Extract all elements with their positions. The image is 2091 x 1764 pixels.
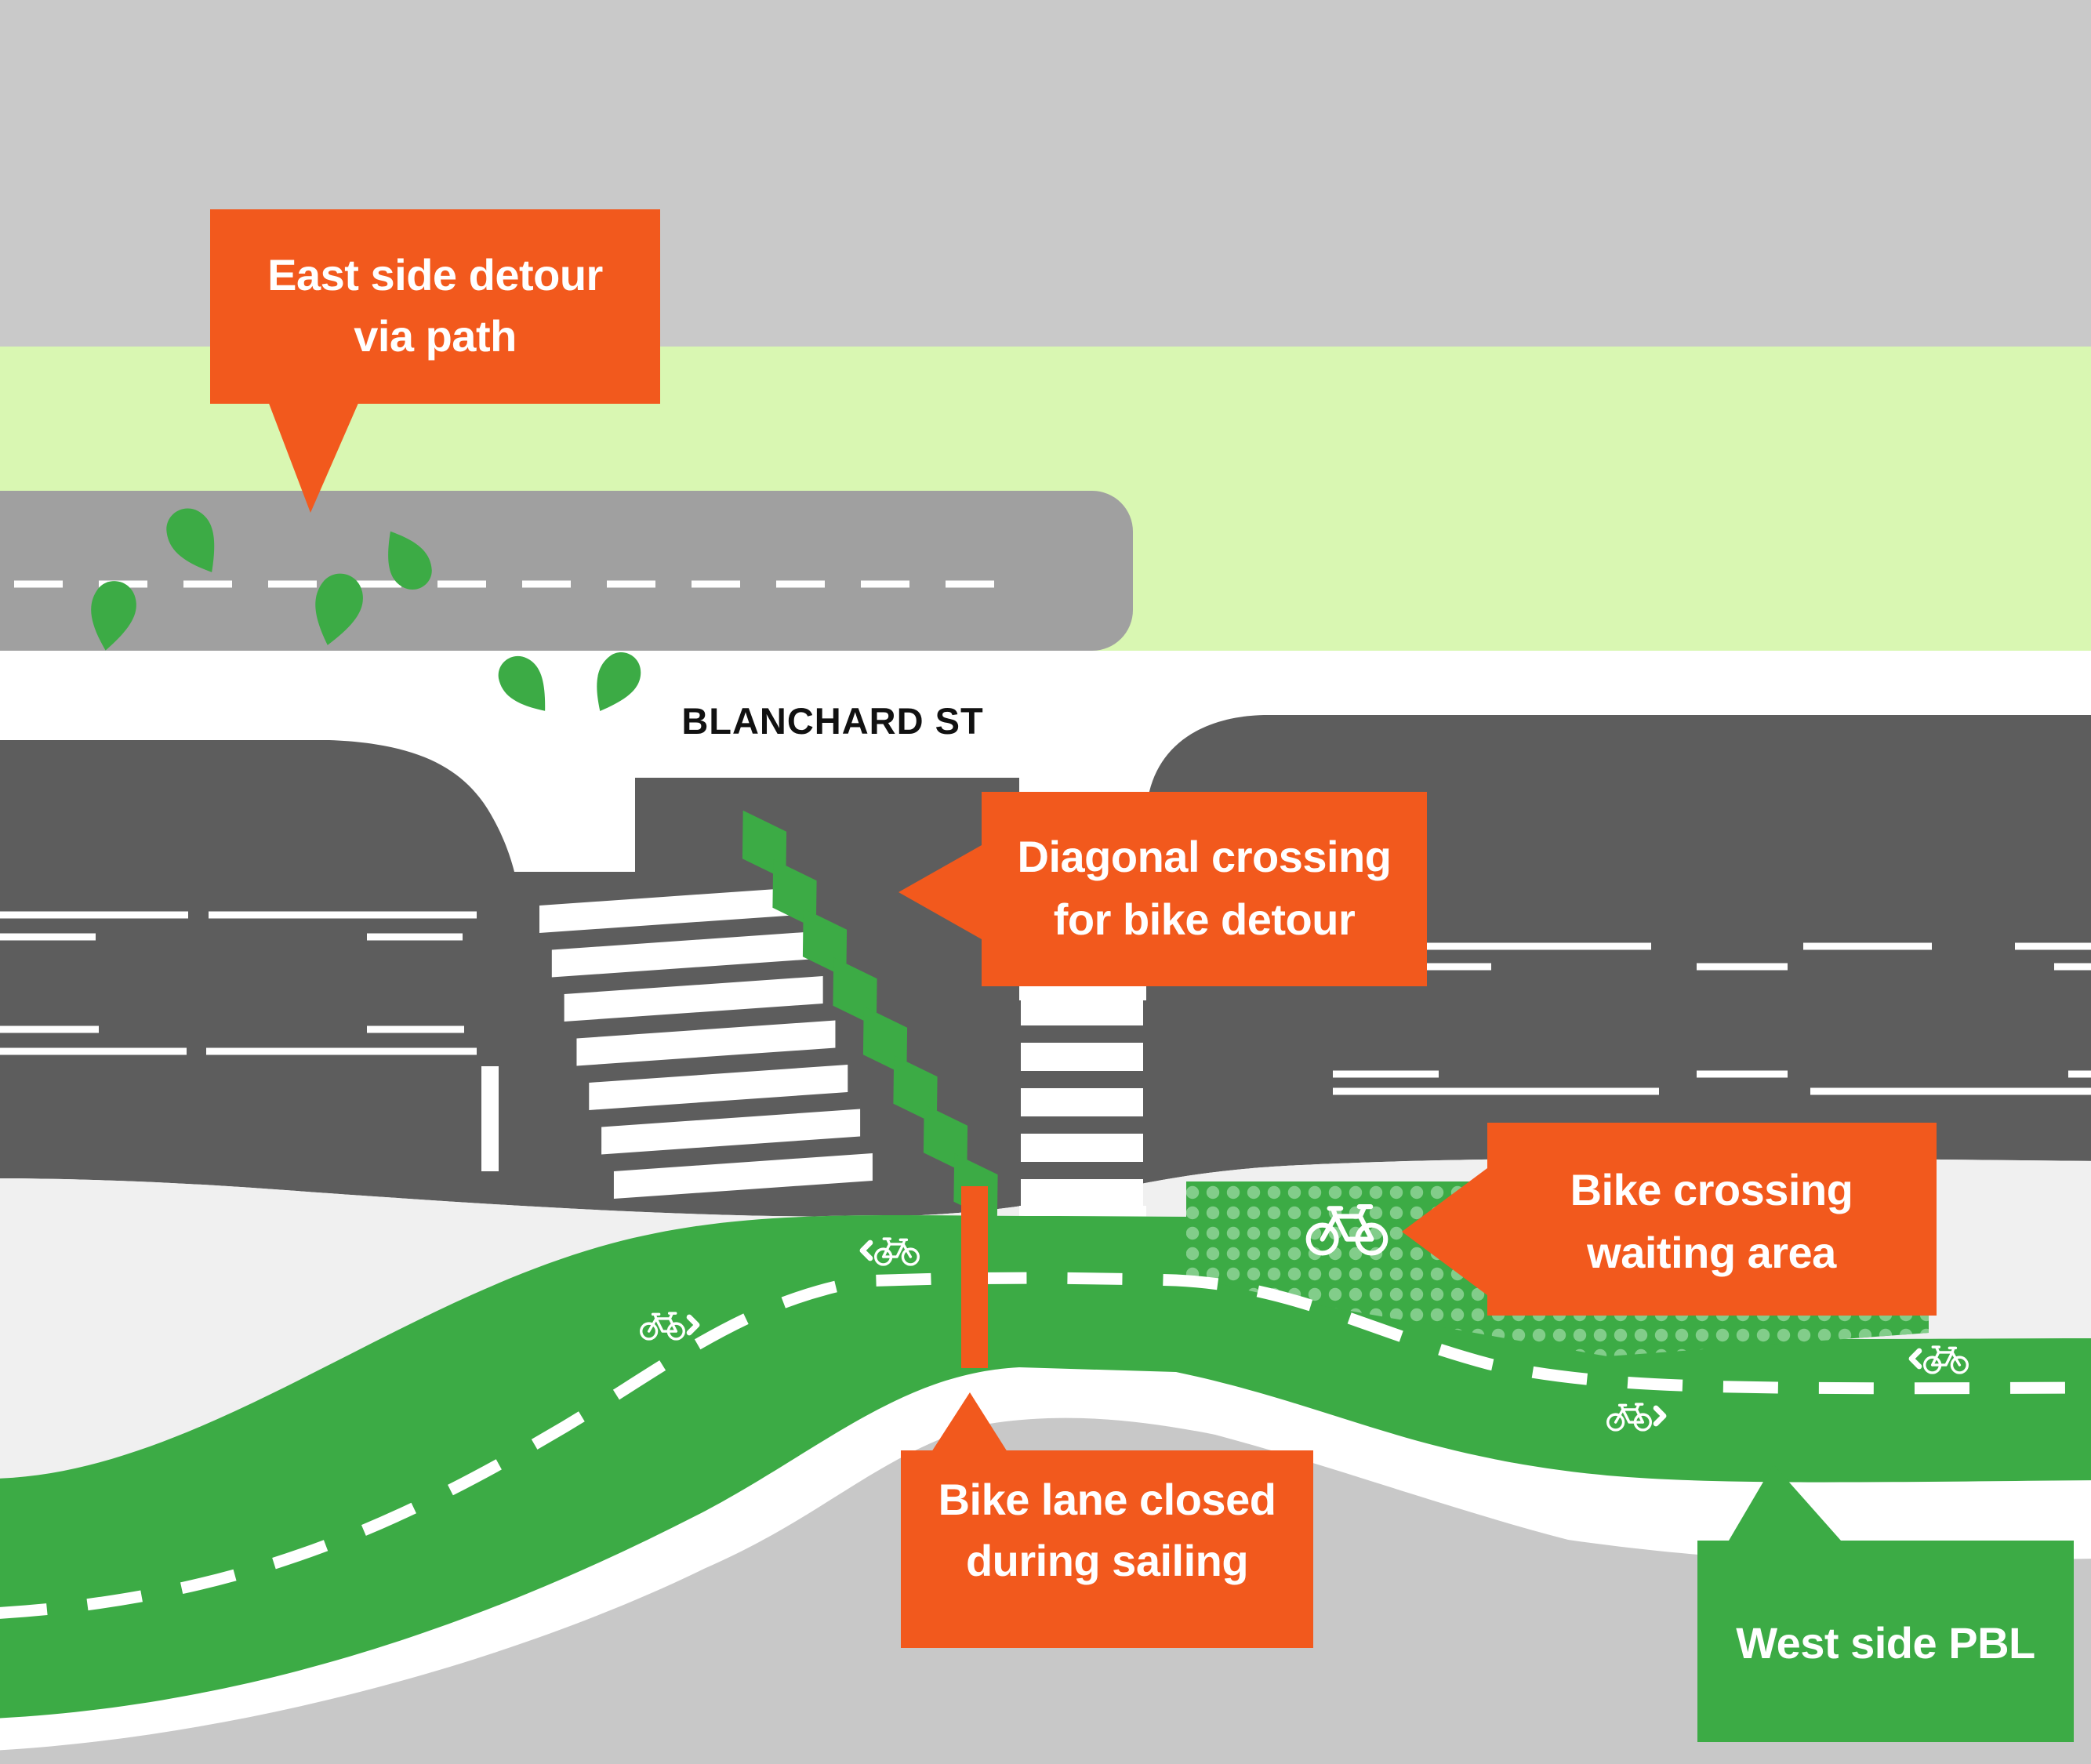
lane-dash — [1333, 1070, 1439, 1078]
leaf-icon — [388, 531, 432, 590]
lane-dash — [0, 911, 188, 919]
callout-tail — [1729, 1465, 1841, 1541]
road-upper-west — [0, 740, 516, 878]
lane-dash — [1810, 1087, 2091, 1095]
lane-dash — [206, 1047, 477, 1055]
leaf-icon — [91, 581, 136, 651]
callout-tail — [931, 1392, 1007, 1452]
direction-chevron-icon — [686, 1314, 700, 1336]
bike-eastbound-icon — [640, 1312, 700, 1341]
callout-box — [901, 1450, 1313, 1648]
waiting-area-callout: Bike crossing waiting area — [1402, 1123, 1937, 1316]
callout-line: East side detour — [267, 250, 603, 299]
street-label: BLANCHARD ST — [681, 700, 983, 742]
path-pavement — [0, 491, 1133, 651]
crosswalk-west-stripe — [589, 1065, 848, 1110]
crosswalk-west-stripe — [564, 976, 823, 1022]
lane-markings — [0, 911, 2091, 1095]
bike-eastbound-icon — [1606, 1403, 1667, 1432]
callout-line: Diagonal crossing — [1018, 832, 1392, 881]
callout-line: Bike lane closed — [938, 1475, 1276, 1524]
multi-use-path — [0, 491, 1133, 651]
bike-icons — [640, 1207, 1969, 1432]
lane-dash — [1697, 1070, 1788, 1078]
lane-dash — [2054, 963, 2091, 971]
callout-line: during sailing — [966, 1536, 1248, 1585]
crosswalk-west-stripe — [613, 1153, 873, 1199]
lane-dash — [367, 1025, 464, 1033]
callout-tail — [1402, 1168, 1487, 1295]
leaf-icon — [166, 508, 215, 572]
crosswalk-east-stripe — [1021, 1043, 1143, 1071]
callout-box — [982, 792, 1427, 986]
lane-dash — [367, 933, 463, 941]
bike-lane-centerline — [0, 1272, 2091, 1619]
crosswalk-west-stripe — [539, 887, 798, 933]
bike-westbound-icon — [1908, 1345, 1969, 1374]
leaf-icon — [315, 573, 363, 645]
callout-line: for bike detour — [1054, 895, 1356, 944]
lane-dash — [1360, 942, 1651, 950]
callout-line: Bike crossing — [1570, 1165, 1853, 1214]
diagonal-crossing-callout: Diagonal crossing for bike detour — [898, 792, 1427, 986]
direction-chevron-icon — [859, 1240, 873, 1261]
direction-chevron-icon — [1653, 1405, 1667, 1427]
lane-dash — [2068, 1070, 2091, 1078]
crosswalk-east-stripe — [1021, 997, 1143, 1025]
leaf-icon — [498, 655, 546, 711]
bike-westbound-icon — [859, 1237, 920, 1266]
lane-closed-callout: Bike lane closed during sailing — [901, 1392, 1313, 1648]
lane-dash — [1402, 963, 1491, 971]
crosswalk-east-stripe — [1021, 1179, 1143, 1207]
closure-bar — [961, 1186, 988, 1368]
callout-line: West side PBL — [1736, 1618, 2035, 1668]
lane-dash — [1697, 963, 1788, 971]
crosswalk-west-stripe — [576, 1020, 836, 1066]
callout-tail — [268, 401, 359, 513]
callout-line: waiting area — [1586, 1228, 1837, 1277]
callout-box — [1697, 1541, 2074, 1742]
callout-tail — [898, 845, 982, 939]
leaf-icon — [597, 652, 641, 711]
callout-box — [210, 209, 660, 404]
crosswalk-east-stripe — [1021, 1088, 1143, 1116]
lane-dash — [2015, 942, 2091, 950]
stop-bar — [481, 1066, 499, 1171]
leaf-markers — [91, 508, 641, 711]
crosswalk-east-stripe — [1021, 1134, 1143, 1162]
crosswalk-west-stripe — [551, 931, 811, 978]
west-pbl-callout: West side PBL — [1697, 1465, 2074, 1742]
east-detour-callout: East side detour via path — [210, 209, 660, 513]
lane-dash — [1803, 942, 1932, 950]
lane-dash — [0, 933, 96, 941]
callout-box — [1487, 1123, 1937, 1316]
crosswalks — [539, 887, 1143, 1207]
direction-chevron-icon — [1908, 1348, 1922, 1370]
lane-dash — [1333, 1087, 1659, 1095]
crosswalk-west-stripe — [601, 1109, 861, 1155]
lane-dash — [0, 1025, 99, 1033]
lane-dash — [209, 911, 477, 919]
callout-line: via path — [354, 311, 517, 361]
lane-dash — [0, 1047, 187, 1055]
